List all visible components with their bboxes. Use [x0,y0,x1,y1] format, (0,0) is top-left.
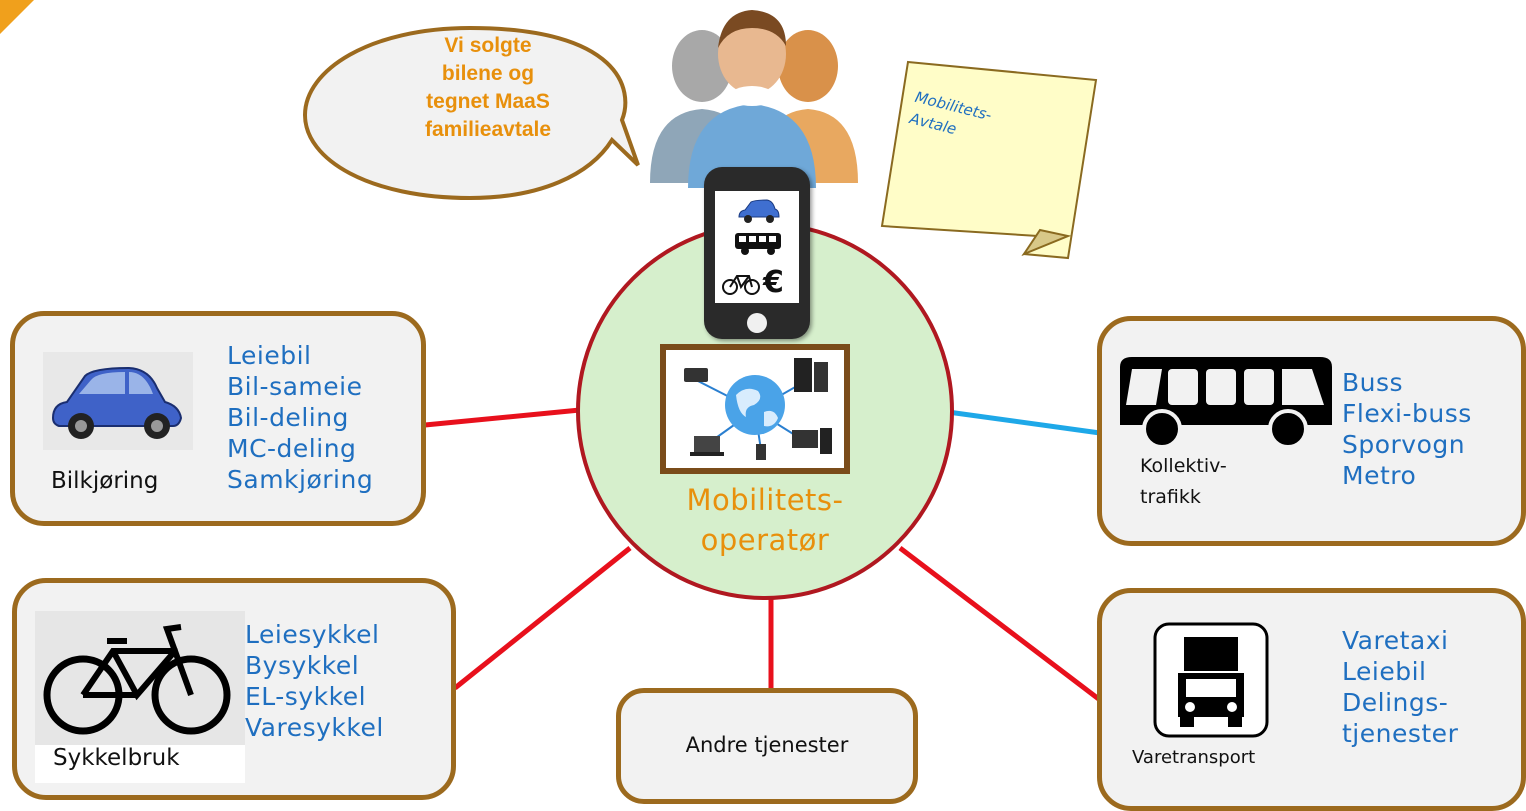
car-image [43,352,193,450]
service-item: Buss [1342,368,1404,397]
box-bilkjoring: Bilkjøring Leiebil Bil-sameie Bil-deling… [10,311,426,526]
label-kollektiv: Kollektiv- trafikk [1140,451,1227,513]
service-item: Samkjøring [227,465,374,494]
family-people-icon [650,10,858,188]
services-bilkjoring: Leiebil Bil-sameie Bil-deling MC-deling … [227,340,373,495]
center-label-line-2: operatør [700,523,830,557]
phone-home-button [747,313,767,333]
bubble-text: Vi solgte bilene og tegnet MaaS familiea… [388,32,588,144]
service-item: EL-sykkel [245,682,367,711]
label-kollektiv-line-1: Kollektiv- [1140,455,1227,477]
label-vare: Varetransport [1132,747,1256,768]
box-vare: Varetransport Varetaxi Leiebil Delings- … [1097,588,1526,811]
connector-bilkjoring [424,407,581,428]
speech-bubble [302,25,640,201]
bubble-line-1: Vi solgte [444,34,532,57]
services-sykkel: Leiesykkel Bysykkel EL-sykkel Varesykkel [245,619,384,743]
bubble-line-4: familieavtale [424,118,552,141]
euro-icon: € [763,265,784,300]
label-sykkel: Sykkelbruk [53,745,180,771]
network-image [660,344,850,474]
service-item: Flexi-buss [1342,399,1472,428]
connector-sykkel [453,546,632,690]
car-icon [51,366,183,439]
connector-kollektiv [947,409,1101,436]
box-andre: Andre tjenester [616,688,918,804]
service-item: Leiebil [227,341,312,370]
agreement-note [880,60,1098,260]
box-kollektiv: Kollektiv- trafikk Buss Flexi-buss Sporv… [1097,316,1526,546]
car-icon [738,199,780,223]
bus-icon [1120,357,1332,449]
bicycle-icon [43,624,231,735]
service-item: tjenester [1342,719,1459,748]
bicycle-image [35,611,245,783]
service-item: Bil-deling [227,403,349,432]
connector-vare [898,546,1102,702]
service-item: MC-deling [227,434,357,463]
corner-accent [0,0,34,34]
service-item: Bil-sameie [227,372,363,401]
service-item: Leiesykkel [245,620,380,649]
bus-icon [735,233,781,255]
smartphone: € [704,167,810,339]
center-label: Mobilitets- operatør [600,480,930,560]
service-item: Metro [1342,461,1417,490]
phone-screen: € [715,191,799,303]
service-item: Varetaxi [1342,626,1449,655]
service-item: Sporvogn [1342,430,1466,459]
label-bilkjoring: Bilkjøring [51,468,159,494]
services-kollektiv: Buss Flexi-buss Sporvogn Metro [1342,367,1472,491]
service-item: Varesykkel [245,713,384,742]
bubble-line-2: bilene og [441,62,535,85]
service-item: Leiebil [1342,657,1427,686]
globe-network-icon [684,358,832,460]
service-item: Delings- [1342,688,1449,717]
services-vare: Varetaxi Leiebil Delings- tjenester [1342,625,1458,749]
box-sykkel: Sykkelbruk Leiesykkel Bysykkel EL-sykkel… [12,578,456,800]
truck-icon [1153,622,1269,738]
service-item: Bysykkel [245,651,360,680]
label-kollektiv-line-2: trafikk [1140,486,1201,508]
bubble-line-3: tegnet MaaS [426,90,550,113]
bicycle-icon [722,275,760,295]
bicycle-label-bg [35,745,245,783]
center-label-line-1: Mobilitets- [686,483,844,517]
label-andre: Andre tjenester [685,733,849,757]
